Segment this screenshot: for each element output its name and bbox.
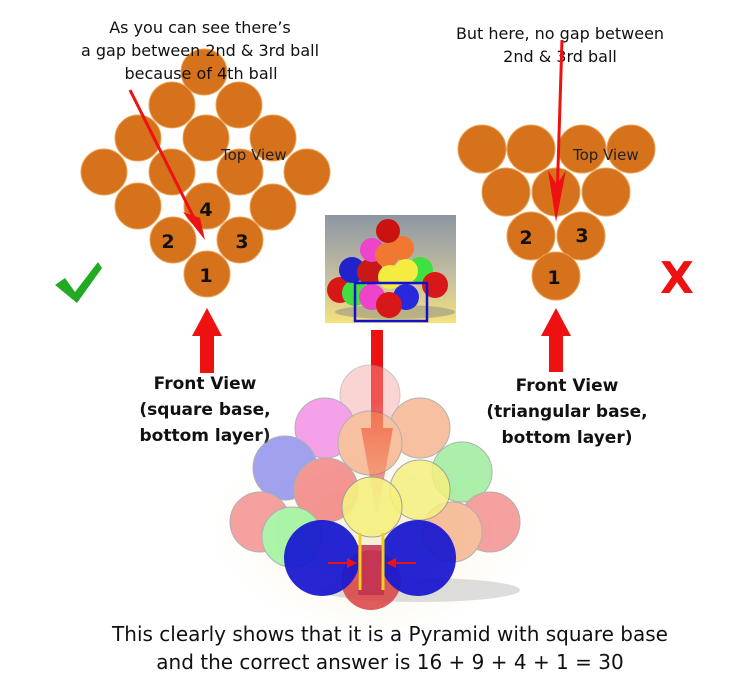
square-base-top-view: 4 2 3 1 Top View	[80, 48, 331, 298]
squeeze-arrow-left	[347, 558, 357, 568]
triangular-base-top-view: 2 3 1 Top View	[457, 124, 656, 301]
pyramid-front-view-photo	[205, 364, 545, 630]
caption-line: because of 4th ball	[124, 64, 277, 83]
top-view-label: Top View	[572, 146, 639, 164]
cross-icon: X	[660, 253, 694, 304]
front-view-arrow-left	[192, 308, 222, 373]
focus-box	[353, 281, 429, 323]
right-front-view-label: Front View (triangular base, bottom laye…	[486, 376, 647, 448]
label-line: Front View	[154, 374, 257, 394]
ball-label-4: 4	[199, 199, 212, 221]
conclusion-line: This clearly shows that it is a Pyramid …	[111, 622, 668, 646]
caption-line: As you can see there’s	[109, 18, 291, 37]
label-line: (square base,	[139, 400, 270, 420]
check-icon	[55, 262, 102, 303]
conclusion-line: and the correct answer is 16 + 9 + 4 + 1…	[156, 650, 623, 674]
ball-label-1: 1	[199, 265, 212, 287]
front-view-arrow-right	[541, 308, 571, 372]
label-line: (triangular base,	[486, 402, 647, 422]
ball-label-3: 3	[235, 231, 248, 253]
ball-label-3: 3	[575, 225, 588, 247]
gap-pointer-arrow	[128, 89, 205, 240]
top-view-label: Top View	[220, 146, 287, 164]
left-caption: As you can see there’s a gap between 2nd…	[81, 18, 319, 83]
pyramid-photo-thumbnail	[325, 215, 456, 323]
label-line: Front View	[516, 376, 619, 396]
caption-line: a gap between 2nd & 3rd ball	[81, 41, 319, 60]
ball-label-1: 1	[547, 267, 560, 289]
ball-label-2: 2	[519, 227, 532, 249]
caption-line: But here, no gap between	[456, 24, 664, 43]
squeeze-arrow-right	[386, 558, 396, 568]
ball-label-2: 2	[161, 231, 174, 253]
label-line: bottom layer)	[502, 428, 633, 448]
no-gap-pointer-arrow	[548, 39, 566, 222]
conclusion-text: This clearly shows that it is a Pyramid …	[111, 622, 668, 674]
